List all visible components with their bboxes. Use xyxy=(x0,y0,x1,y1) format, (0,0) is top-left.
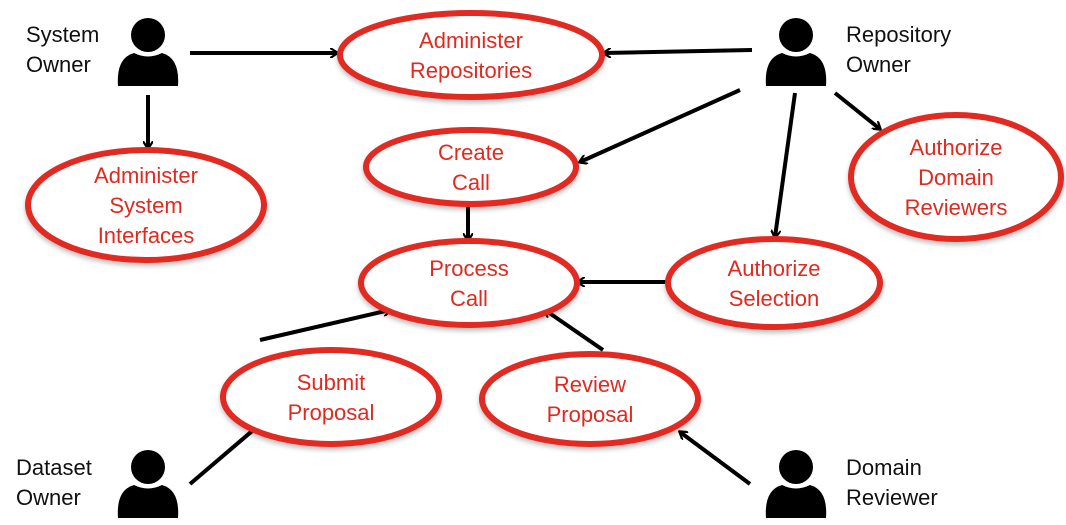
use-case-label: Reviewers xyxy=(905,195,1008,220)
use-case-label: Call xyxy=(450,286,488,311)
use-case-label: Authorize xyxy=(728,256,821,281)
use-case-label: Process xyxy=(429,256,508,281)
use-case-label: Repositories xyxy=(410,58,532,83)
use-case-ellipse[interactable] xyxy=(665,236,883,330)
use-case-label: Authorize xyxy=(910,135,1003,160)
use-case-label: Review xyxy=(554,372,626,397)
use-case-label: Interfaces xyxy=(98,223,195,248)
use-case-label: Submit xyxy=(297,370,365,395)
use-case-ellipse[interactable] xyxy=(848,112,1064,242)
person-icon xyxy=(765,450,827,518)
person-icon xyxy=(765,18,827,86)
edges-layer xyxy=(148,50,880,486)
use-case-label: Create xyxy=(438,140,504,165)
actor-label: Domain xyxy=(846,455,922,480)
use-case-label: Selection xyxy=(729,286,820,311)
use-case-label: Call xyxy=(452,170,490,195)
actor-label: Owner xyxy=(16,485,81,510)
person-icon xyxy=(117,450,179,518)
actor-label: Reviewer xyxy=(846,485,938,510)
use-case-label: Administer xyxy=(94,163,198,188)
edge-dataset-owner-to-submit-proposal xyxy=(188,426,258,486)
use-case-label: Proposal xyxy=(547,402,634,427)
use-case-ellipse[interactable] xyxy=(479,351,701,447)
use-case-ellipse[interactable] xyxy=(363,127,579,207)
use-case-ellipse[interactable] xyxy=(220,347,442,447)
use-case-ellipse[interactable] xyxy=(358,238,580,328)
use-cases-layer: AdministerRepositoriesAdministerSystemIn… xyxy=(25,10,1064,447)
actor-label: Dataset xyxy=(16,455,92,480)
edge-repository-owner-to-create-call xyxy=(580,88,741,162)
use-case-ellipse[interactable] xyxy=(337,10,605,100)
use-case-label: System xyxy=(109,193,182,218)
edge-repository-owner-to-administer-repositories xyxy=(604,50,753,53)
edge-domain-reviewer-to-review-proposal xyxy=(680,432,752,486)
actor-label: Owner xyxy=(846,52,911,77)
edge-repository-owner-to-authorize-domain-reviewers xyxy=(833,91,880,129)
use-case-label: Proposal xyxy=(288,400,375,425)
edge-submit-proposal-to-process-call xyxy=(259,310,390,342)
use-case-label: Domain xyxy=(918,165,994,190)
actor-label: Owner xyxy=(26,52,91,77)
edge-repository-owner-to-authorize-selection xyxy=(775,92,797,237)
edge-review-proposal-to-process-call xyxy=(545,310,605,352)
actors-layer: SystemOwnerRepositoryOwnerDatasetOwnerDo… xyxy=(16,18,951,518)
person-icon xyxy=(117,18,179,86)
use-case-ellipse[interactable] xyxy=(25,147,267,263)
use-case-label: Administer xyxy=(419,28,523,53)
actor-label: Repository xyxy=(846,22,951,47)
actor-label: System xyxy=(26,22,99,47)
